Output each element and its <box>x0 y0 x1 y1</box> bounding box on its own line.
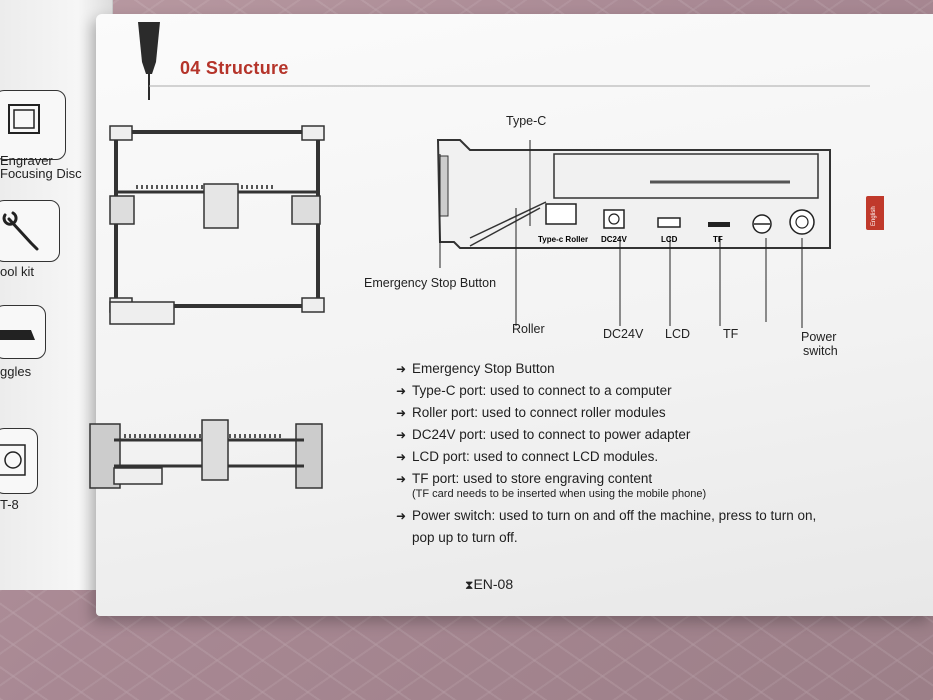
panel-label-typec-roller: Type-c Roller <box>538 235 588 244</box>
goggles-icon <box>0 330 35 340</box>
label-tf: TF <box>723 327 739 341</box>
list-item: ➜Roller port: used to connect roller mod… <box>396 402 816 424</box>
goggles-icon-box <box>0 305 46 359</box>
logo-icon: ⧗ <box>465 578 474 592</box>
label-type-c: Type-C <box>506 114 547 128</box>
list-item: ➜TF port: used to store engraving conten… <box>396 468 816 501</box>
arrow-icon: ➜ <box>396 472 407 486</box>
label-power: Power <box>801 330 837 344</box>
panel-label-lcd: LCD <box>661 235 678 244</box>
port-panel-drawing: Type-c Roller DC24V LCD TF <box>436 139 831 328</box>
port-description-list: ➜Emergency Stop Button ➜Type-C port: use… <box>396 358 816 549</box>
tool-kit-icon-box <box>0 200 60 262</box>
page-footer: ⧗EN-08 <box>465 576 513 593</box>
list-item: ➜DC24V port: used to connect to power ad… <box>396 424 816 446</box>
nozzle-icon <box>138 22 160 74</box>
arrow-icon: ➜ <box>396 362 407 376</box>
left-page: Engraver Focusing Disc ool kit ggles T-8 <box>0 0 113 590</box>
page-number: EN-08 <box>473 576 514 592</box>
t8-icon-box <box>0 428 38 494</box>
wrench-icon <box>2 211 39 251</box>
side-label-engraver: Engraver <box>0 153 53 168</box>
side-label-focusing-disc: Focusing Disc <box>0 166 82 181</box>
side-label-t8: T-8 <box>0 497 19 512</box>
arrow-icon: ➜ <box>396 384 407 398</box>
label-roller: Roller <box>512 322 545 336</box>
side-label-goggles: ggles <box>0 364 32 379</box>
list-item: ➜LCD port: used to connect LCD modules. <box>396 446 816 468</box>
right-page <box>96 14 933 616</box>
arrow-icon: ➜ <box>396 406 407 420</box>
arrow-icon: ➜ <box>396 450 407 464</box>
engraver-top-view-drawing <box>109 125 325 325</box>
label-emergency-stop: Emergency Stop Button <box>364 276 497 290</box>
panel-label-dc24v: DC24V <box>601 235 627 244</box>
header-marker <box>138 22 870 100</box>
list-item: ➜Type-C port: used to connect to a compu… <box>396 380 816 402</box>
module-icon <box>0 444 26 476</box>
page-title: 04 Structure <box>180 58 289 78</box>
language-tab: English <box>866 196 884 230</box>
list-item: ➜Emergency Stop Button <box>396 358 816 380</box>
label-lcd: LCD <box>665 327 691 341</box>
label-dc24v: DC24V <box>603 327 644 341</box>
tf-note: (TF card needs to be inserted when using… <box>412 488 707 500</box>
arrow-icon: ➜ <box>396 509 407 523</box>
list-item: ➜Power switch: used to turn on and off t… <box>396 505 816 549</box>
panel-label-tf: TF <box>713 235 723 244</box>
focusing-disc-icon <box>8 104 40 134</box>
side-label-tool-kit: ool kit <box>0 264 34 279</box>
engraver-side-view-drawing <box>89 419 323 489</box>
label-switch: switch <box>803 344 838 358</box>
engraver-icon-box <box>0 90 66 160</box>
arrow-icon: ➜ <box>396 428 407 442</box>
